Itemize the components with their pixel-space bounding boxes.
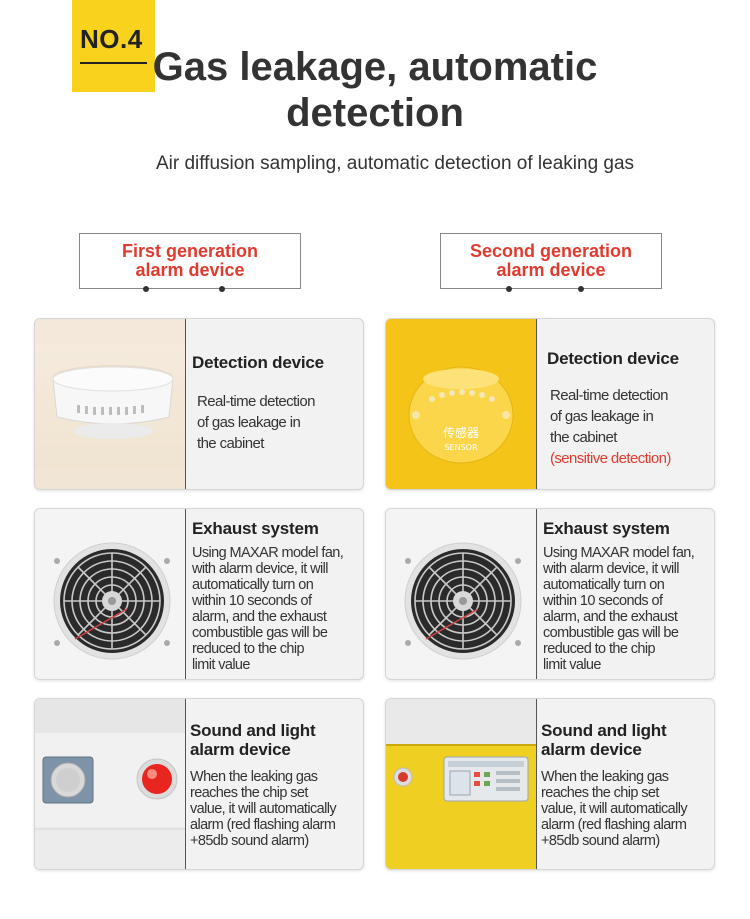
second-alarm-card: Sound and light alarm device When the le…: [385, 698, 715, 870]
alarm-text: +85db sound alarm): [190, 833, 309, 849]
exhaust-text: within 10 seconds of: [192, 593, 312, 609]
exhaust-text: alarm, and the exhaust: [543, 609, 678, 625]
exhaust-title: Exhaust system: [192, 519, 319, 538]
exhaust-fan-image: [386, 509, 537, 679]
badge-underline: [80, 62, 147, 64]
badge-label: NO.4: [80, 24, 143, 54]
detection-text: of gas leakage in: [550, 408, 654, 425]
alarm-text: When the leaking gas: [541, 769, 669, 785]
detection-title: Detection device: [547, 349, 679, 368]
exhaust-text: with alarm device, it will: [543, 561, 679, 577]
number-badge: NO.4: [72, 0, 155, 92]
exhaust-text: limit value: [192, 657, 250, 673]
alarm-text: +85db sound alarm): [541, 833, 660, 849]
exhaust-text: reduced to the chip: [192, 641, 305, 657]
alarm-title-line: Sound and light: [541, 721, 667, 740]
exhaust-text: with alarm device, it will: [192, 561, 328, 577]
first-gen-line-2: alarm device: [135, 260, 245, 280]
detection-text: of gas leakage in: [197, 414, 301, 431]
second-exhaust-card: Exhaust system Using MAXAR model fan, wi…: [385, 508, 715, 680]
exhaust-text: automatically turn on: [543, 577, 665, 593]
exhaust-text: within 10 seconds of: [543, 593, 663, 609]
first-gen-line-1: First generation: [121, 241, 259, 261]
alarm-text: reaches the chip set: [190, 785, 308, 801]
alarm-text: value, it will automatically: [541, 801, 688, 817]
sensor-en-label: SENSOR: [444, 443, 477, 452]
connector-dot: [143, 286, 149, 292]
connector-dot: [578, 286, 584, 292]
connector-dot: [506, 286, 512, 292]
first-detection-card: Detection device Real-time detection of …: [34, 318, 364, 490]
exhaust-text: combustible gas will be: [192, 625, 328, 641]
second-generation-label: Second generation alarm device: [440, 233, 662, 292]
alarm-text: alarm (red flashing alarm: [190, 817, 336, 833]
alarm-title-line: Sound and light: [190, 721, 316, 740]
connector-dot: [219, 286, 225, 292]
exhaust-text: alarm, and the exhaust: [192, 609, 327, 625]
detection-text: the cabinet: [197, 435, 264, 452]
alarm-text: When the leaking gas: [190, 769, 318, 785]
exhaust-text: combustible gas will be: [543, 625, 679, 641]
detection-title: Detection device: [192, 353, 324, 372]
detection-text: the cabinet: [550, 429, 617, 446]
page-title: Gas leakage, automatic detection: [152, 45, 598, 135]
alarm-title-line: alarm device: [541, 740, 642, 759]
exhaust-text: Using MAXAR model fan,: [192, 545, 344, 561]
alarm-text: alarm (red flashing alarm: [541, 817, 687, 833]
exhaust-fan-image: [35, 509, 186, 679]
sensor-cn-label: 传感器: [443, 425, 479, 440]
sensitive-detection-note: (sensitive detection): [550, 450, 671, 467]
detection-text: Real-time detection: [550, 387, 668, 404]
first-exhaust-card: Exhaust system Using MAXAR model fan, wi…: [34, 508, 364, 680]
exhaust-text: Using MAXAR model fan,: [543, 545, 695, 561]
page-subtitle: Air diffusion sampling, automatic detect…: [155, 153, 635, 174]
exhaust-text: automatically turn on: [192, 577, 314, 593]
exhaust-text: limit value: [543, 657, 601, 673]
alarm-device-image: [35, 699, 186, 869]
alarm-title-line: alarm device: [190, 740, 291, 759]
exhaust-title: Exhaust system: [543, 519, 670, 538]
second-detection-card: 传感器 SENSOR Detection device Real-time de…: [385, 318, 715, 490]
alarm-text: reaches the chip set: [541, 785, 659, 801]
smoke-detector-image: [35, 319, 186, 489]
gas-sensor-image: 传感器 SENSOR: [386, 319, 537, 489]
exhaust-text: reduced to the chip: [543, 641, 656, 657]
detection-text: Real-time detection: [197, 393, 315, 410]
alarm-panel-image: [386, 699, 537, 869]
second-gen-line-1: Second generation: [469, 241, 633, 261]
first-generation-label: First generation alarm device: [79, 233, 301, 292]
second-gen-line-2: alarm device: [496, 260, 606, 280]
first-alarm-card: Sound and light alarm device When the le…: [34, 698, 364, 870]
alarm-text: value, it will automatically: [190, 801, 337, 817]
